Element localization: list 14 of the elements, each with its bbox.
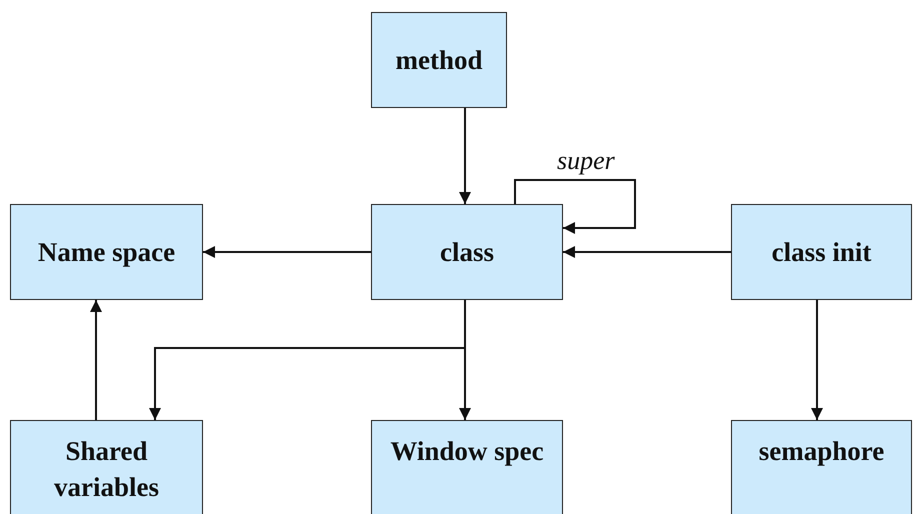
process-box: Name space (10, 204, 203, 300)
process-box: class init (731, 204, 912, 300)
arrow (90, 300, 102, 420)
process-box: Shared variables (10, 420, 203, 514)
arrow (563, 246, 731, 258)
arrow (514, 179, 636, 234)
arrow (459, 108, 471, 204)
process-box: method (371, 12, 507, 108)
process-box: Window spec (371, 420, 563, 514)
arrow (459, 300, 471, 420)
process-box: class (371, 204, 563, 300)
arrow (811, 300, 823, 420)
arrow (203, 246, 371, 258)
process-box: semaphore (731, 420, 912, 514)
